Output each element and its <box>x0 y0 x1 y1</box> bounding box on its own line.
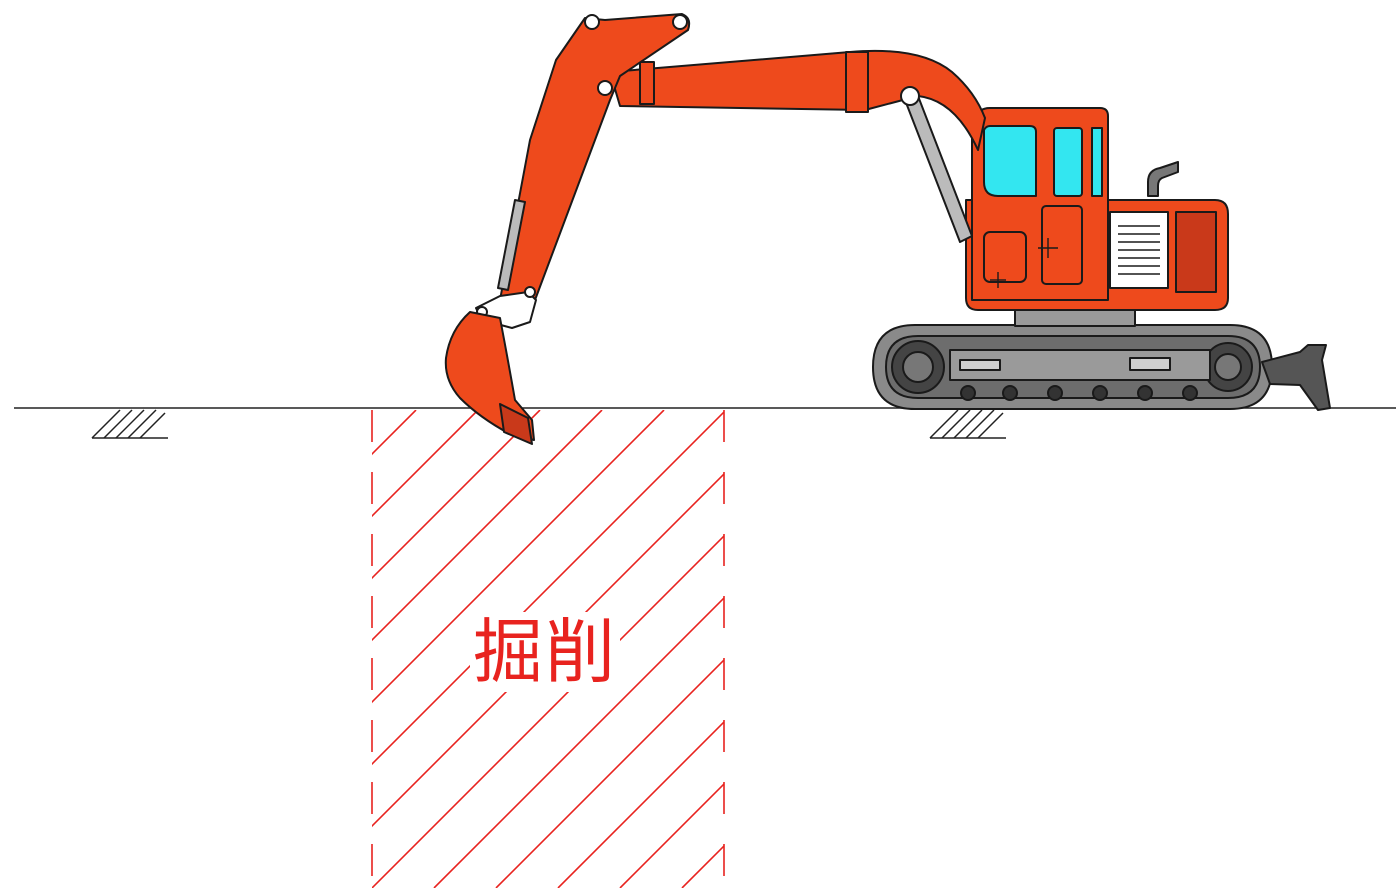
exhaust-pipe <box>1147 161 1179 197</box>
cab-rear-window <box>1091 127 1103 197</box>
boom <box>609 49 986 151</box>
cab-door <box>1041 205 1083 285</box>
excavator <box>444 13 1331 445</box>
crawler-track <box>872 307 1273 410</box>
hatch-line <box>1364 410 1396 888</box>
hatch-line <box>495 658 724 888</box>
bucket-cylinder <box>497 199 526 291</box>
cab-door-window <box>1053 127 1083 197</box>
hatch-line <box>681 844 724 888</box>
excavation-area <box>0 410 1396 888</box>
excavation-label: 掘削 <box>470 612 620 692</box>
hatch-line <box>992 410 1396 888</box>
hatch-line <box>868 410 1346 888</box>
bucket <box>444 311 535 441</box>
hatch-line <box>372 410 541 580</box>
ground-hatch-symbol <box>929 409 1006 439</box>
hatch-line <box>372 410 417 456</box>
hatch-line <box>619 782 724 888</box>
hatch-line <box>806 410 1284 888</box>
hatch-line <box>744 410 1222 888</box>
hatch-line <box>372 410 479 518</box>
hatch-line <box>1240 410 1396 888</box>
ground-hatch-symbol <box>91 409 168 439</box>
hatch-line <box>1116 410 1396 888</box>
cab-front-window <box>983 125 1037 197</box>
hatch-line <box>930 410 1396 888</box>
hatch-line <box>557 720 724 888</box>
hatch-line <box>372 410 603 642</box>
boom-pin-bracket <box>639 61 655 105</box>
arm <box>499 13 691 301</box>
hatch-line <box>433 596 724 888</box>
hatch-line <box>0 410 354 888</box>
hatch-line <box>1302 410 1396 888</box>
hatch-line <box>372 410 665 704</box>
dozer-blade <box>1261 344 1331 411</box>
hatch-line <box>1054 410 1396 888</box>
hatch-line <box>1178 410 1396 888</box>
